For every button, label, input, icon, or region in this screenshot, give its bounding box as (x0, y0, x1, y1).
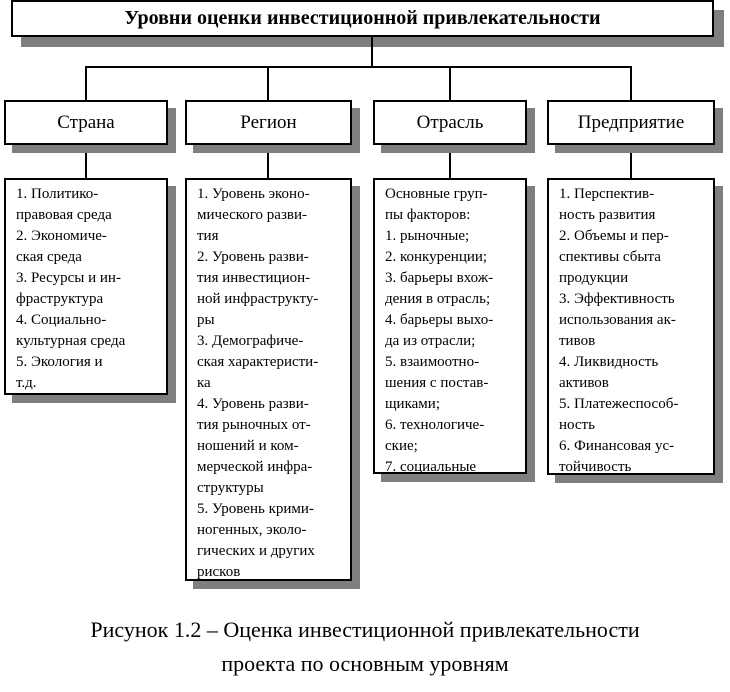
level-label-predpriyatie: Предприятие (577, 111, 685, 133)
connector-drop-predpriyatie (630, 66, 632, 100)
level-box-strana: Страна (4, 100, 168, 145)
factors-box-otrasl: Основные груп- пы факторов: 1. рыночные;… (373, 178, 527, 475)
connector-stub-predpriyatie (630, 145, 632, 178)
level-label-region: Регион (240, 111, 297, 133)
connector-stub-otrasl (449, 145, 451, 178)
connector-trunk (371, 37, 373, 67)
connector-drop-otrasl (449, 66, 451, 100)
connector-stub-strana (85, 145, 87, 178)
factors-box-region: 1. Уровень эконо- мического разви- тия 2… (185, 178, 352, 581)
level-box-otrasl: Отрасль (373, 100, 527, 145)
factors-box-predpriyatie: 1. Перспектив- ность развития 2. Объемы … (547, 178, 715, 475)
level-label-strana: Страна (57, 111, 115, 133)
level-box-predpriyatie: Предприятие (547, 100, 715, 145)
level-label-otrasl: Отрасль (416, 111, 484, 133)
diagram-title-box: Уровни оценки инвестиционной привлекател… (11, 0, 714, 37)
connector-bar (86, 66, 632, 68)
connector-drop-strana (85, 66, 87, 100)
factors-box-strana: 1. Политико- правовая среда 2. Экономиче… (4, 178, 168, 395)
level-box-region: Регион (185, 100, 352, 145)
figure-caption: Рисунок 1.2 – Оценка инвестиционной прив… (90, 617, 640, 676)
connector-drop-region (267, 66, 269, 100)
diagram-title: Уровни оценки инвестиционной привлекател… (124, 7, 601, 29)
connector-stub-region (267, 145, 269, 178)
